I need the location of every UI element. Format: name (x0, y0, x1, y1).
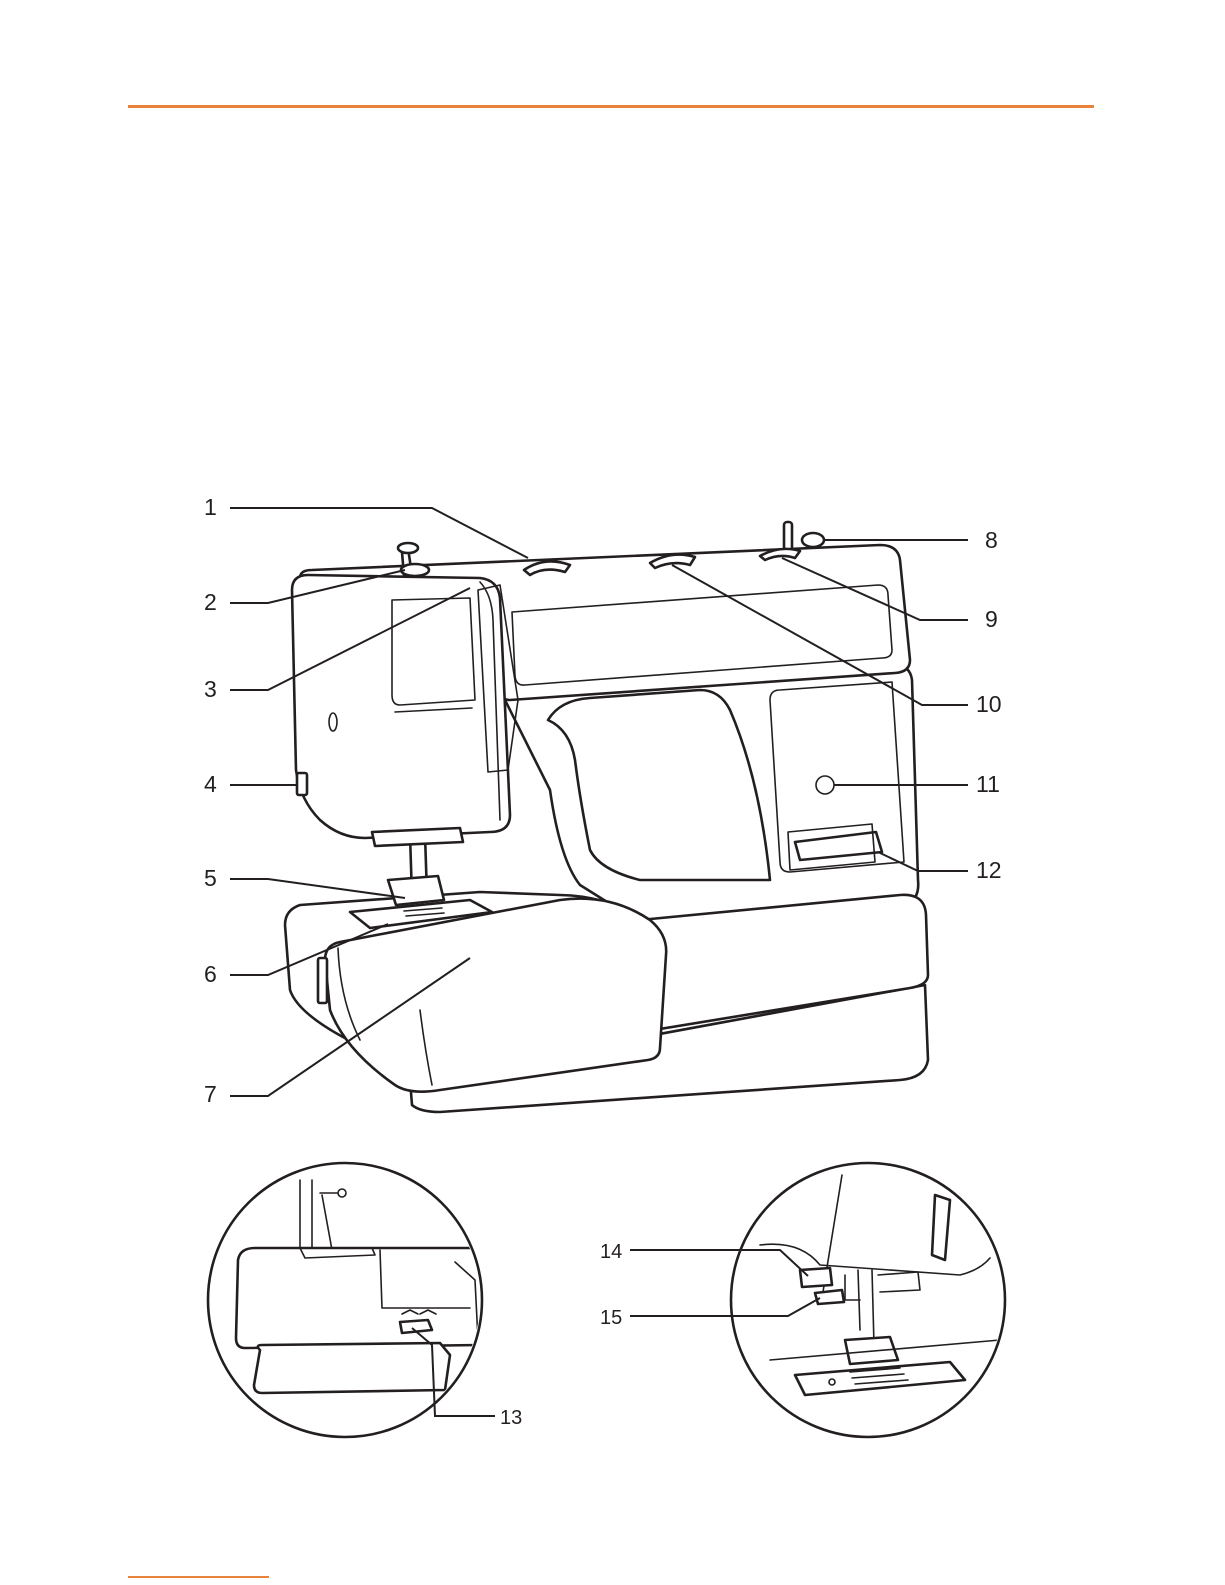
callout-label-8: 8 (985, 527, 998, 553)
callout-label-3: 3 (204, 676, 217, 702)
callout-label-12: 12 (976, 857, 1002, 883)
callout-1: 1 (204, 494, 528, 558)
callout-label-4: 4 (204, 771, 217, 797)
leader-line-5 (230, 879, 405, 898)
callout-label-6: 6 (204, 961, 217, 987)
presser-foot-holder (372, 828, 463, 846)
callout-label-1: 1 (204, 494, 217, 520)
detail-base-extension (254, 1343, 450, 1393)
thread-cutter-tab (297, 773, 307, 795)
presser-foot (388, 876, 444, 905)
presser-foot-release (815, 1290, 844, 1304)
callout-label-7: 7 (204, 1081, 217, 1107)
callout-4: 4 (204, 771, 298, 797)
callout-label-11: 11 (976, 771, 1000, 797)
callout-5: 5 (204, 865, 405, 898)
callout-label-15: 15 (600, 1307, 622, 1329)
head-cover (292, 575, 510, 838)
callout-label-5: 5 (204, 865, 217, 891)
callout-label-14: 14 (600, 1241, 622, 1263)
spool-pin-right (784, 522, 792, 550)
detail-free-arm (236, 1248, 490, 1348)
thread-tension-dial (401, 564, 429, 576)
callout-label-13: 13 (500, 1407, 522, 1429)
sewing-machine-illustration (285, 522, 928, 1112)
detail-view-presser-foot: 14 15 (600, 1163, 1005, 1437)
free-arm-slot (318, 958, 327, 1003)
bobbin-winder-stop (802, 533, 824, 547)
leader-line-1 (230, 508, 528, 558)
buttonhole-lever (800, 1268, 832, 1287)
callout-label-9: 9 (985, 606, 998, 632)
spool-pin-left-cap (398, 543, 418, 553)
detail-circle-right (731, 1163, 1005, 1437)
callout-label-10: 10 (976, 691, 1002, 717)
callout-label-2: 2 (204, 589, 217, 615)
detail-view-free-arm: 13 (208, 1163, 522, 1437)
